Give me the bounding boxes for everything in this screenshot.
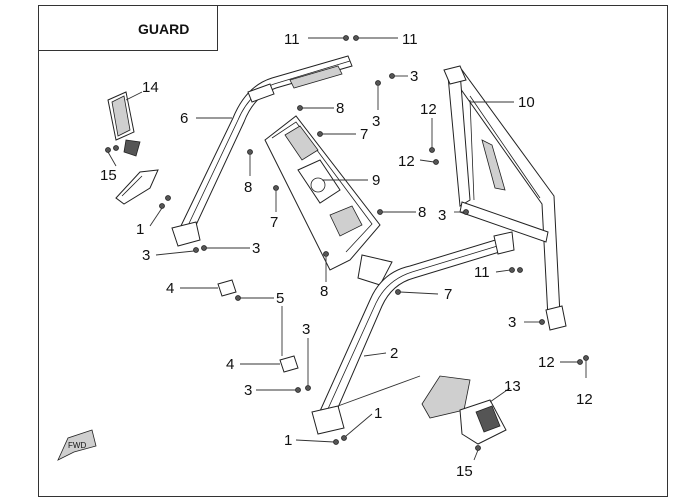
- left-bracket: [115, 169, 159, 205]
- callout-12: 12: [420, 101, 437, 118]
- part-13-bracket: [421, 375, 507, 445]
- callout-3: 3: [438, 207, 446, 224]
- callout-11: 11: [284, 31, 300, 48]
- callout-8: 8: [320, 283, 328, 300]
- callout-12: 12: [576, 391, 593, 408]
- callout-8: 8: [418, 204, 426, 221]
- callout-3: 3: [410, 68, 418, 85]
- fwd-label: FWD: [68, 441, 86, 450]
- part-4-clamp-lower: [279, 355, 299, 373]
- callout-15: 15: [456, 463, 473, 480]
- diagram-frame: [38, 5, 668, 497]
- part-10-rear-frame: [443, 65, 567, 331]
- callout-12: 12: [398, 153, 415, 170]
- callout-10: 10: [518, 94, 535, 111]
- callout-labels: 11 11 14 6 8 3 3 10 7 12 12 15 9 8 7 8 3…: [100, 31, 593, 480]
- callout-3: 3: [244, 382, 252, 399]
- diagram-title: GUARD: [138, 21, 190, 37]
- title-box: GUARD: [38, 5, 218, 51]
- callout-4: 4: [166, 280, 174, 297]
- leader-lines: [107, 37, 587, 461]
- callout-6: 6: [180, 110, 188, 127]
- callout-1: 1: [284, 432, 292, 449]
- callout-4: 4: [226, 356, 234, 373]
- fwd-arrow-icon: FWD: [57, 429, 97, 461]
- callout-15: 15: [100, 167, 117, 184]
- callout-3: 3: [252, 240, 260, 257]
- part-14-mirror: [107, 91, 141, 157]
- callout-7: 7: [270, 214, 278, 231]
- callout-3: 3: [372, 113, 380, 130]
- callout-1: 1: [374, 405, 382, 422]
- callout-8: 8: [244, 179, 252, 196]
- callout-14: 14: [142, 79, 159, 96]
- callout-12: 12: [538, 354, 555, 371]
- callout-3: 3: [508, 314, 516, 331]
- callout-1: 1: [136, 221, 144, 238]
- part-2-front-tube: [311, 231, 515, 435]
- callout-11: 11: [474, 264, 490, 281]
- part-4-clamp-upper: [217, 279, 237, 297]
- callout-5: 5: [276, 290, 284, 307]
- callout-13: 13: [504, 378, 521, 395]
- callout-2: 2: [390, 345, 398, 362]
- callout-3: 3: [302, 321, 310, 338]
- callout-7: 7: [444, 286, 452, 303]
- callout-9: 9: [372, 172, 380, 189]
- callout-8: 8: [336, 100, 344, 117]
- part-9-center-panel: [264, 115, 393, 286]
- part-6-upper-tube: [171, 55, 353, 247]
- callout-3: 3: [142, 247, 150, 264]
- callout-7: 7: [360, 126, 368, 143]
- callout-11: 11: [402, 31, 418, 48]
